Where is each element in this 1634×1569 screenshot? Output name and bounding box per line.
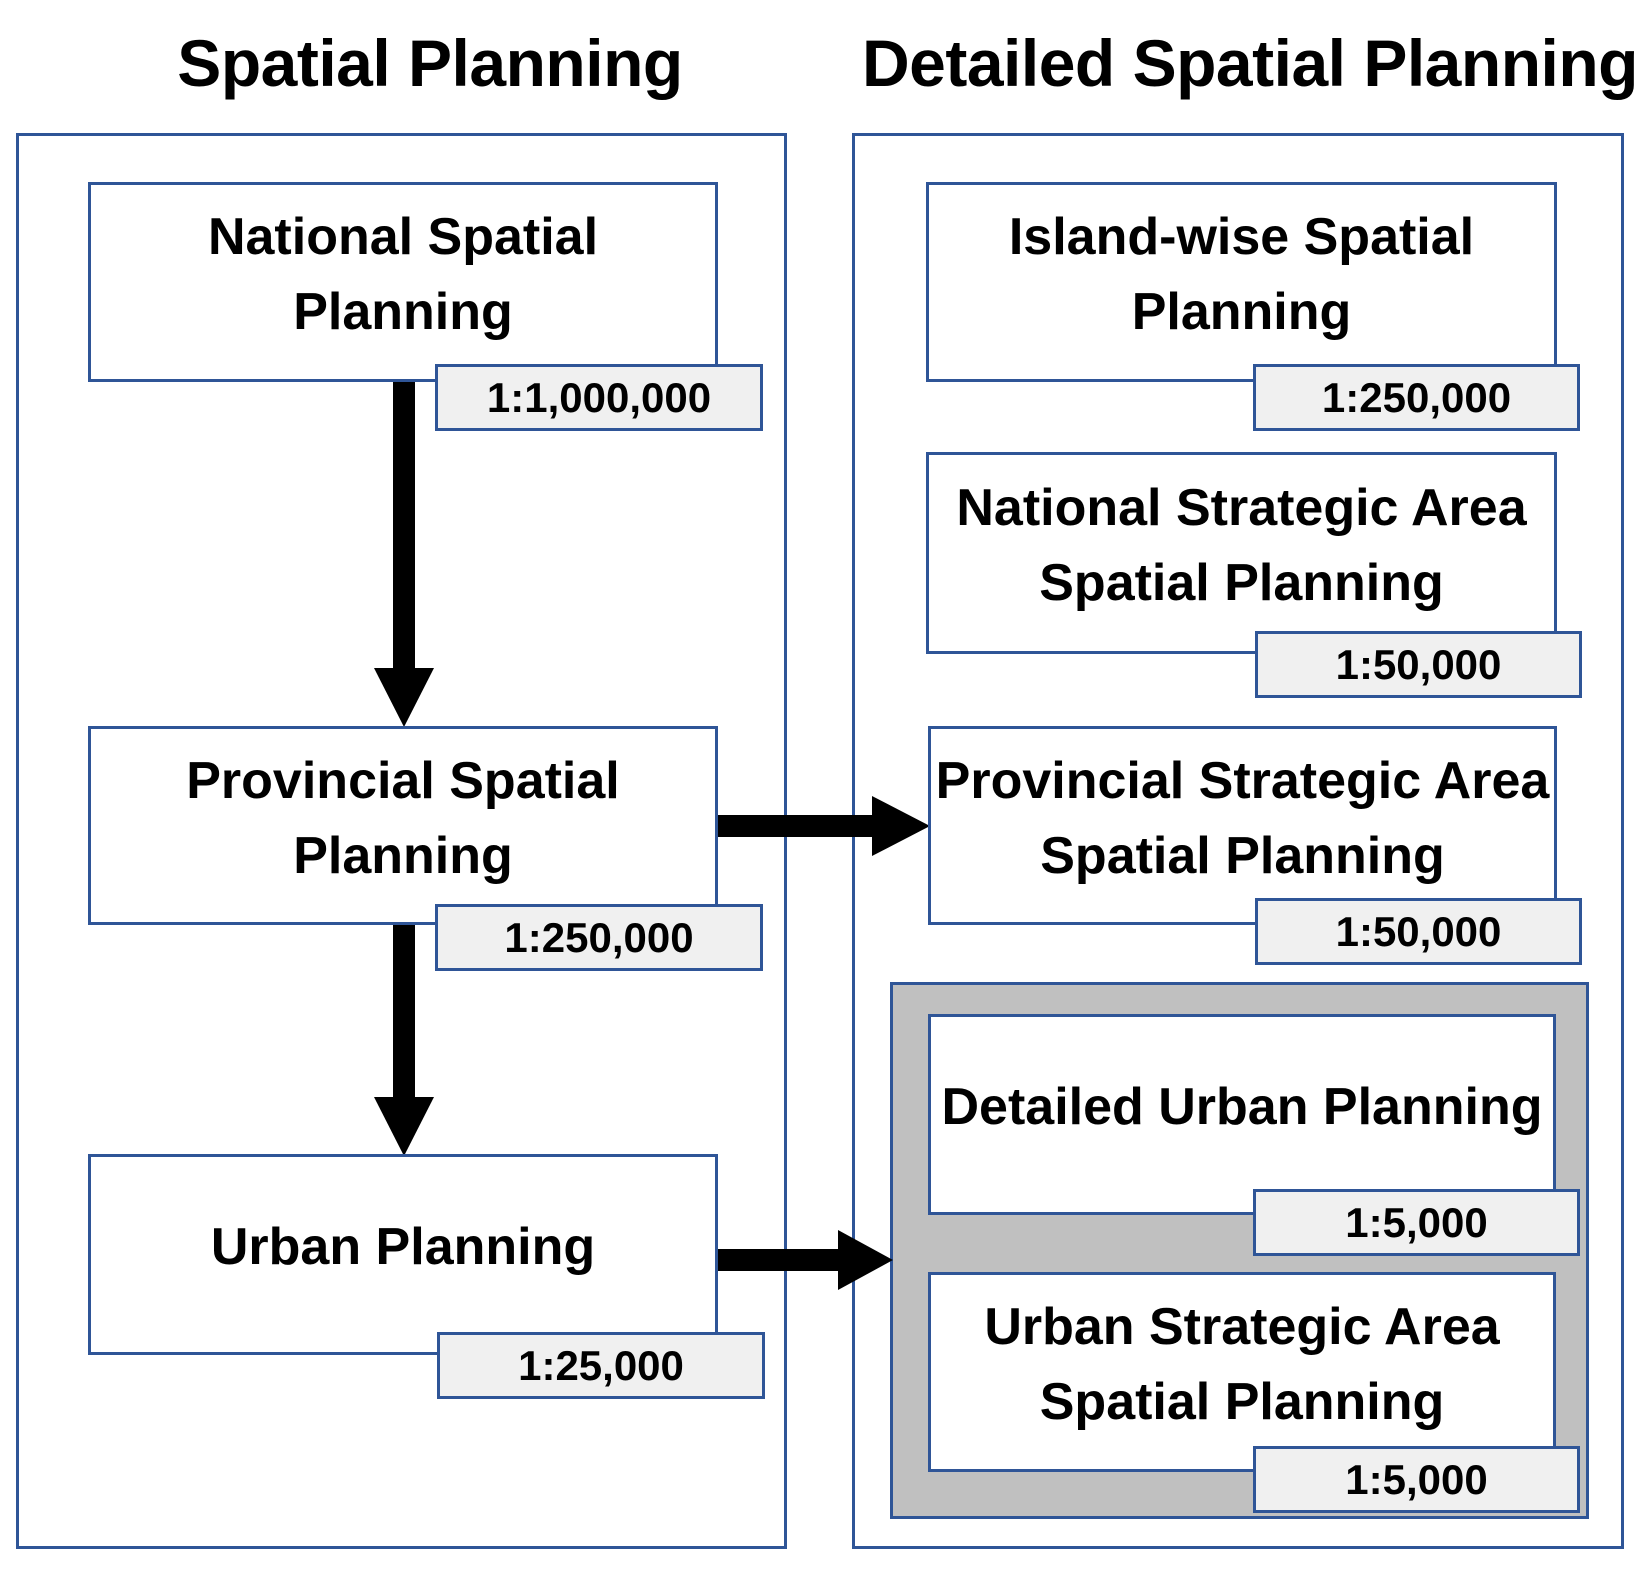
detailed-urban-scale-badge: 1:5,000 (1253, 1189, 1580, 1256)
national-scale-badge: 1:1,000,000 (435, 364, 763, 431)
provincial-spatial-planning-label: Provincial Spatial Planning (186, 751, 620, 885)
detailed-urban-planning-label: Detailed Urban Planning (941, 1078, 1543, 1136)
island-wise-spatial-planning-box: Island-wise Spatial Planning (926, 182, 1557, 382)
spatial-planning-title: Spatial Planning (177, 26, 683, 100)
national-spatial-planning-box: National Spatial Planning (88, 182, 718, 382)
urban-strategic-scale-badge: 1:5,000 (1253, 1446, 1580, 1513)
provincial-strategic-area-box: Provincial Strategic Area Spatial Planni… (928, 726, 1557, 925)
urban-planning-label: Urban Planning (210, 1218, 596, 1276)
national-spatial-planning-label: National Spatial Planning (207, 208, 599, 341)
provincial-strategic-scale-badge: 1:50,000 (1255, 898, 1582, 965)
detailed-urban-planning-box: Detailed Urban Planning (928, 1014, 1556, 1215)
island-wise-scale-badge: 1:250,000 (1253, 364, 1580, 431)
urban-strategic-area-label: Urban Strategic Area Spatial Planning (984, 1298, 1500, 1431)
provincial-strategic-area-label: Provincial Strategic Area Spatial Planni… (935, 751, 1550, 885)
urban-strategic-area-box: Urban Strategic Area Spatial Planning (928, 1272, 1556, 1472)
urban-scale-badge: 1:25,000 (437, 1332, 765, 1399)
national-strategic-area-box: National Strategic Area Spatial Planning (926, 452, 1557, 654)
detailed-spatial-planning-title: Detailed Spatial Planning (862, 26, 1634, 100)
provincial-spatial-planning-box: Provincial Spatial Planning (88, 726, 718, 925)
urban-planning-box: Urban Planning (88, 1154, 718, 1355)
national-strategic-area-label: National Strategic Area Spatial Planning (956, 479, 1527, 612)
national-strategic-scale-badge: 1:50,000 (1255, 631, 1582, 698)
provincial-scale-badge: 1:250,000 (435, 904, 763, 971)
island-wise-spatial-planning-label: Island-wise Spatial Planning (1008, 208, 1475, 341)
